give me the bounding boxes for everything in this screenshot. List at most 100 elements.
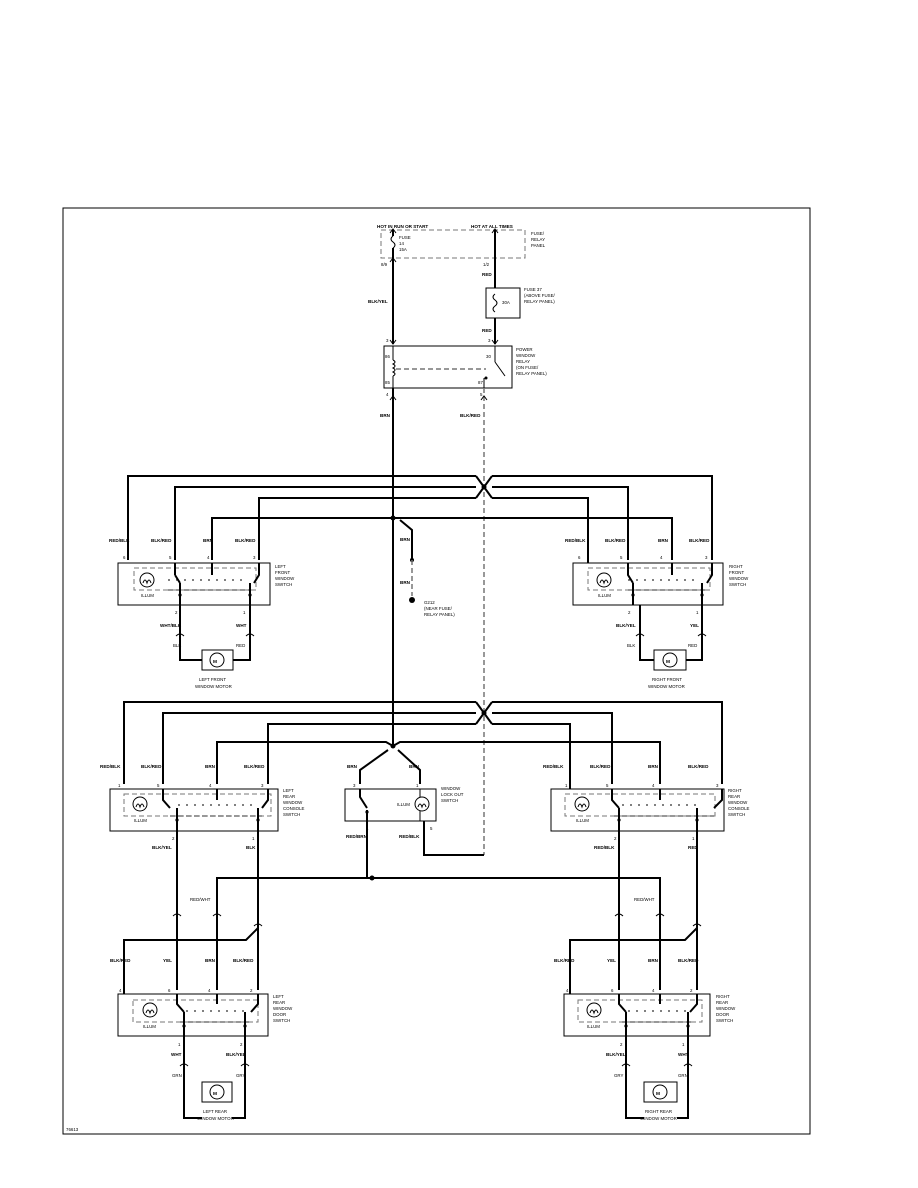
rrd-motor-caption-2: WINDOW MOTOR — [640, 1116, 677, 1121]
rf-motor-wire-blk: BLK — [627, 643, 635, 648]
lrd-bottom-pin-2: 2 — [240, 1042, 243, 1047]
rrd-wire-blk-red-2: BLK/RED — [678, 958, 699, 963]
rrc-caption-2: REAR — [728, 794, 740, 799]
lrd-motor-caption-2: WINDOW MOTOR — [197, 1116, 234, 1121]
lf-caption-4: SWITCH — [275, 582, 292, 587]
rf-bottom-wire-yel: YEL — [690, 623, 699, 628]
lrd-pin-6: 6 — [168, 988, 171, 993]
relay-pin-bottom-right: 5 — [480, 392, 483, 397]
rrc-pin-5: 5 — [606, 783, 609, 788]
lrc-wire-blk-red-2: BLK/RED — [244, 764, 265, 769]
lrc-illum-lamp-icon — [132, 796, 148, 812]
lf-caption-3: WINDOW — [275, 576, 295, 581]
diagram-frame — [62, 207, 811, 1135]
lrd-pin-2: 2 — [250, 988, 253, 993]
lrc-bottom-pin-2: 2 — [172, 836, 175, 841]
right-rear-console-switch: RED/BLK BLK/RED BRN BLK/RED 1 5 4 3 ILLU… — [543, 764, 750, 850]
relay-pin-86: 86 — [385, 354, 390, 359]
rrc-wire-brn: BRN — [648, 764, 659, 769]
rf-pin-5: 5 — [620, 555, 623, 560]
lrc-wire-red-blk: RED/BLK — [100, 764, 121, 769]
rf-wire-blk-red-2: BLK/RED — [689, 538, 710, 543]
lrc-bottom-wire-blk: BLK — [246, 845, 256, 850]
lrd-bottom-wire-blk-yel: BLK/YEL — [226, 1052, 246, 1057]
lrd-caption-3: WINDOW — [273, 1006, 293, 1011]
rrc-wire-blk-red-2: BLK/RED — [688, 764, 709, 769]
rrd-wire-yel: YEL — [607, 958, 616, 963]
lf-caption-1: LEFT — [275, 564, 286, 569]
lrc-caption-3: WINDOW — [283, 800, 303, 805]
fuse-14-icon — [390, 235, 396, 249]
relay-coil-icon — [391, 359, 396, 377]
relay-caption-3: RELAY — [516, 359, 530, 364]
lrd-illum-label: ILLUM — [143, 1024, 156, 1029]
ground-caption-2: (NEAR FUSE/ — [424, 606, 453, 611]
fuse-37-icon — [492, 293, 498, 313]
wire-red-1: RED — [482, 272, 492, 277]
rrc-bottom-pin-1: 1 — [692, 836, 695, 841]
lrd-bottom-pin-1: 1 — [178, 1042, 181, 1047]
rf-pin-4: 4 — [660, 555, 663, 560]
rf-caption-1: RIGHT — [729, 564, 743, 569]
lrc-caption-1: LEFT — [283, 788, 294, 793]
left-rear-console-switch: RED/BLK BLK/RED BRN BLK/RED 1 5 4 3 ILLU… — [100, 764, 305, 850]
lockout-illum-label: ILLUM — [397, 802, 410, 807]
rf-illum-label: ILLUM — [598, 593, 611, 598]
rrd-caption-5: SWITCH — [716, 1018, 733, 1023]
lf-motor-box — [201, 649, 234, 671]
lf-bottom-wire-wht-blk: WHT/BLK — [160, 623, 182, 628]
rrd-illum-label: ILLUM — [587, 1024, 600, 1029]
lf-bottom-pin-1: 1 — [243, 610, 246, 615]
lrd-caption-2: REAR — [273, 1000, 285, 1005]
right-front-window-switch: RED/BLK BLK/RED BRN BLK/RED 6 5 4 3 ILLU… — [565, 538, 749, 689]
wire-blk-yel-top: BLK/YEL — [368, 299, 388, 304]
lrd-illum-lamp-icon — [142, 1002, 158, 1018]
fuse-relay-panel: HOT IN RUN OR START HOT AT ALL TIMES FUS… — [377, 224, 546, 267]
rf-pin-6: 6 — [578, 555, 581, 560]
lockout-wire-red-brn: RED/BRN — [346, 834, 368, 839]
lf-bottom-pin-2: 2 — [175, 610, 178, 615]
relay-caption-4: (ON FUSE/ — [516, 365, 539, 370]
rrc-illum-lamp-icon — [574, 796, 590, 812]
wire-red-2: RED — [482, 328, 492, 333]
lockout-pin-5: 5 — [430, 826, 433, 831]
lrd-wire-yel: YEL — [163, 958, 172, 963]
lrc-caption-5: SWITCH — [283, 812, 300, 817]
rf-bottom-pin-2: 2 — [628, 610, 631, 615]
rrc-bottom-pin-2: 2 — [614, 836, 617, 841]
lf-motor-wire-red: RED — [236, 643, 245, 648]
lrd-wire-brn: BRN — [205, 958, 216, 963]
lrd-motor-wire-gry: GRY — [236, 1073, 246, 1078]
lrc-wire-blk-red-1: BLK/RED — [141, 764, 162, 769]
relay-pin-87: 87 — [478, 380, 483, 385]
pin-8-9: 8/9 — [381, 262, 388, 267]
lrc-illum-label: ILLUM — [134, 818, 147, 823]
lrd-pin-4b: 4 — [208, 988, 211, 993]
ground-wire-brn-2: BRN — [400, 580, 411, 585]
lf-motor-caption-2: WINDOW MOTOR — [195, 684, 232, 689]
pin-1-2: 1/2 — [483, 262, 490, 267]
lrd-pin-4a: 4 — [119, 988, 122, 993]
lrc-bottom-wire-blk-yel: BLK/YEL — [152, 845, 172, 850]
fuse-37-amp: 30A — [502, 300, 510, 305]
rrd-motor-wire-gry: GRY — [614, 1073, 624, 1078]
lf-pin-5: 5 — [169, 555, 172, 560]
fuse-relay-panel-caption-1: FUSE/ — [531, 231, 545, 236]
lrd-wire-blk-red-1: BLK/RED — [110, 958, 131, 963]
rrd-motor-symbol: M — [656, 1091, 660, 1097]
left-front-window-switch: RED/BLK BLK/RED BRN BLK/RED 6 5 4 3 ILLU… — [109, 538, 295, 689]
relay-pin-85: 85 — [385, 380, 390, 385]
lrd-caption-5: SWITCH — [273, 1018, 290, 1023]
lrc-caption-2: REAR — [283, 794, 295, 799]
lrd-motor-caption-1: LEFT REAR — [203, 1109, 227, 1114]
mid-wire-red-wht-right: RED/WHT — [634, 897, 655, 902]
rrd-motor-icon — [652, 1084, 668, 1100]
mid-wire-red-wht-left: RED/WHT — [190, 897, 211, 902]
relay-pin-top-left: 3 — [386, 338, 389, 343]
rrd-motor-caption-1: RIGHT REAR — [645, 1109, 672, 1114]
rrc-pin-3: 3 — [716, 783, 719, 788]
lf-motor-symbol: M — [213, 659, 217, 665]
relay-caption-5: RELAY PANEL) — [516, 371, 547, 376]
lockout-wire-red-blk: RED/BLK — [399, 834, 420, 839]
